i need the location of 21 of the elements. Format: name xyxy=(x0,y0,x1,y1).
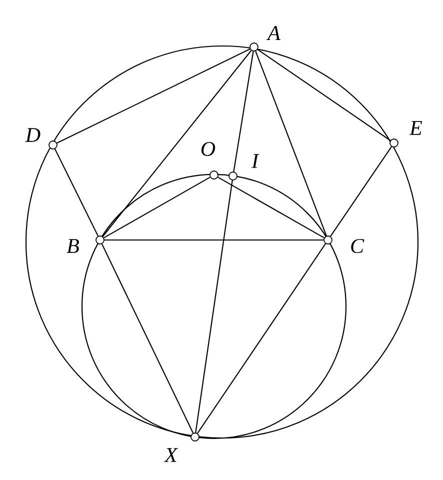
point-label: X xyxy=(164,448,178,462)
line-segment xyxy=(101,244,194,434)
point-label: O xyxy=(201,142,216,156)
line-segment xyxy=(102,50,252,237)
line-segment xyxy=(54,148,99,236)
point-label: B xyxy=(66,239,79,253)
line-segment xyxy=(330,146,392,237)
line-segment xyxy=(257,49,391,141)
line-segment xyxy=(218,176,324,238)
point-label: D xyxy=(25,128,40,142)
point-label: A xyxy=(266,26,280,40)
line-segment xyxy=(233,51,254,172)
point-label: E xyxy=(409,121,422,135)
line-segment xyxy=(56,48,250,144)
line-segment xyxy=(104,239,324,241)
point-label: C xyxy=(351,238,364,254)
point-label: I xyxy=(251,154,260,168)
line-segment xyxy=(197,243,326,434)
line-segment xyxy=(195,180,233,433)
line-segment xyxy=(255,50,327,236)
line-segment xyxy=(104,176,210,238)
